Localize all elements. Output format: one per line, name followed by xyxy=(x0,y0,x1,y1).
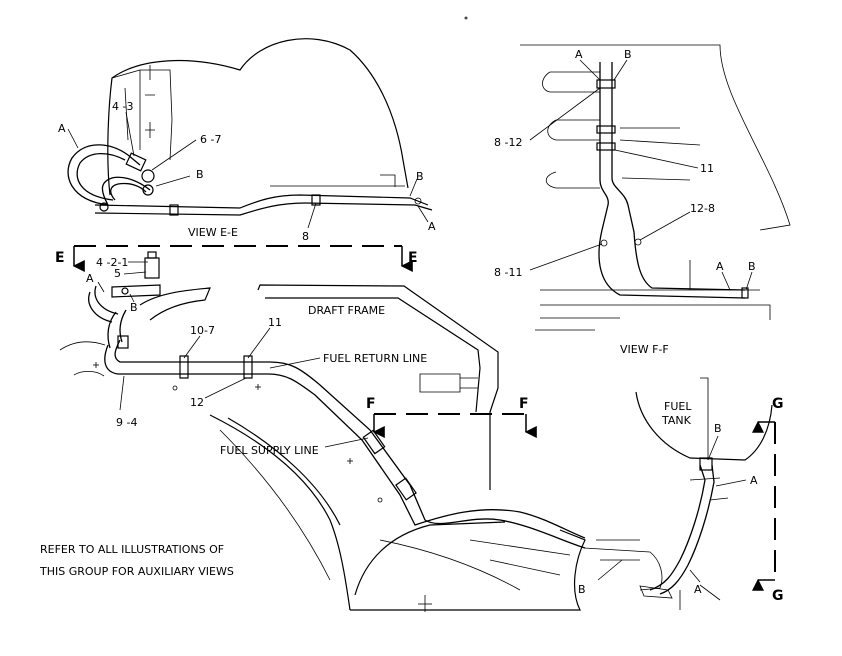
section-line-f: F F xyxy=(366,396,537,438)
label-main-a-bottom: A xyxy=(694,583,702,596)
label-main-421: 4 -2-1 xyxy=(96,256,128,269)
label-ee-67: 6 -7 xyxy=(200,133,221,146)
label-ff-128: 12-8 xyxy=(690,202,715,215)
label-ff-b: B xyxy=(624,48,632,61)
label-ee-a2: A xyxy=(428,220,436,233)
main-view: 4 -2-1 5 A B 10-7 11 12 9 -4 DRAFT FRAME… xyxy=(59,251,586,612)
label-main-107: 10-7 xyxy=(190,324,215,337)
view-ee: A 4 -3 6 -7 B B A 8 VIEW E-E xyxy=(58,38,436,243)
label-main-b: B xyxy=(130,301,138,314)
label-ff-811: 8 -11 xyxy=(494,266,522,279)
label-ff-a: A xyxy=(575,48,583,61)
note-line-2: THIS GROUP FOR AUXILIARY VIEWS xyxy=(39,565,234,578)
label-ee-a: A xyxy=(58,122,66,135)
section-g-top: G xyxy=(772,396,784,412)
draft-frame-label: DRAFT FRAME xyxy=(308,304,385,317)
section-f-left: F xyxy=(366,396,376,412)
label-main-12: 12 xyxy=(190,396,204,409)
label-main-11: 11 xyxy=(268,316,282,329)
label-ff-a2: A xyxy=(716,260,724,273)
fuel-tank-label-2: TANK xyxy=(661,414,692,427)
fuel-tank-detail: FUEL TANK B A B A xyxy=(578,377,773,610)
section-line-g: G G xyxy=(752,396,784,604)
note: REFER TO ALL ILLUSTRATIONS OF THIS GROUP… xyxy=(39,543,234,578)
label-ff-b2: B xyxy=(748,260,756,273)
fuel-tank-label-1: FUEL xyxy=(664,400,692,413)
view-ee-title: VIEW E-E xyxy=(188,226,238,239)
section-g-bottom: G xyxy=(772,588,784,604)
section-e-right: E xyxy=(408,250,418,266)
section-e-left: E xyxy=(55,250,65,266)
fuel-return-line-label: FUEL RETURN LINE xyxy=(323,352,427,365)
label-ee-b: B xyxy=(196,168,204,181)
label-main-94: 9 -4 xyxy=(116,416,137,429)
label-main-a-right: A xyxy=(750,474,758,487)
label-main-a: A xyxy=(86,272,94,285)
fuel-supply-line-label: FUEL SUPPLY LINE xyxy=(220,444,319,457)
label-ff-11: 11 xyxy=(700,162,714,175)
label-main-5: 5 xyxy=(114,267,121,280)
section-line-e: E E xyxy=(55,245,418,272)
label-ee-8: 8 xyxy=(302,230,309,243)
label-ee-43: 4 -3 xyxy=(112,100,133,113)
view-ff-title: VIEW F-F xyxy=(620,343,669,356)
label-ee-b2: B xyxy=(416,170,424,183)
view-ff: A B 8 -12 11 12-8 8 -11 A B VIEW F-F xyxy=(494,44,791,356)
label-main-b-bottom: B xyxy=(578,583,586,596)
note-line-1: REFER TO ALL ILLUSTRATIONS OF xyxy=(40,543,224,556)
label-ff-812: 8 -12 xyxy=(494,136,522,149)
label-main-b-right: B xyxy=(714,422,722,435)
section-f-right: F xyxy=(519,396,529,412)
